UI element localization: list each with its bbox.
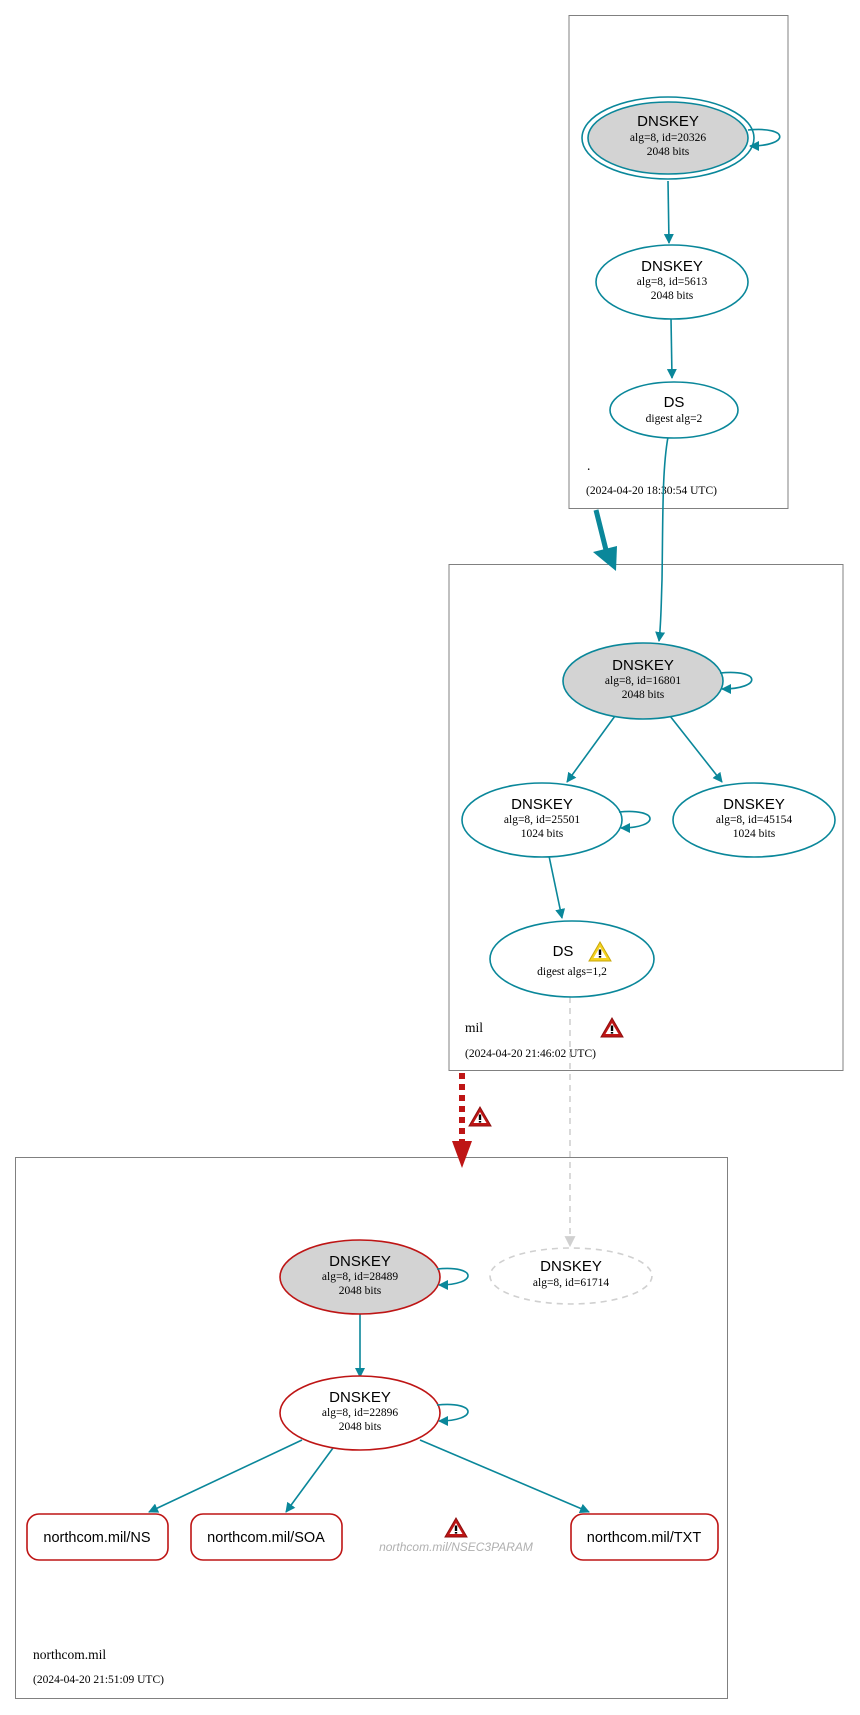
mil-ksk-alg: alg=8, id=16801 (605, 675, 681, 687)
rrset-soa-node[interactable]: northcom.mil/SOA (190, 1513, 343, 1561)
zone-northcom-box (15, 1157, 728, 1699)
edge-northcom-zsk-to-ns (148, 1439, 303, 1513)
mil-ds-warning-icon (588, 941, 612, 962)
zone-mil-box (448, 564, 844, 1071)
zone-mil-error-icon (600, 1017, 624, 1038)
rrset-nsec3param-label: northcom.mil/NSEC3PARAM (379, 1540, 533, 1554)
mil-zsk1-title: DNSKEY (511, 796, 573, 813)
root-zsk-title: DNSKEY (641, 258, 703, 275)
mil-zsk2-title: DNSKEY (723, 796, 785, 813)
northcom-ksk-node[interactable]: DNSKEY alg=8, id=28489 2048 bits (279, 1239, 469, 1315)
zone-root: . (2024-04-20 18:30:54 UTC) (568, 15, 789, 509)
zone-northcom-name: northcom.mil (33, 1647, 106, 1662)
edge-root-zsk-to-ds (666, 317, 677, 379)
northcom-missing-key-title: DNSKEY (540, 1258, 602, 1275)
mil-zsk1-bits: 1024 bits (521, 828, 564, 840)
northcom-zsk-node[interactable]: DNSKEY alg=8, id=22896 2048 bits (279, 1375, 469, 1451)
northcom-zsk-bits: 2048 bits (339, 1421, 382, 1433)
rrset-ns-node[interactable]: northcom.mil/NS (26, 1513, 169, 1561)
northcom-missing-key-alg: alg=8, id=61714 (533, 1277, 609, 1289)
delegation-root-to-mil (593, 509, 609, 551)
mil-ds-digest: digest algs=1,2 (537, 966, 607, 978)
delegation-error-icon (468, 1106, 492, 1127)
nsec3param-error-icon (444, 1517, 468, 1538)
delegation-mil-to-northcom-arrowhead (452, 1141, 472, 1168)
northcom-ksk-self-loop (436, 1267, 469, 1290)
mil-ksk-title: DNSKEY (612, 657, 674, 674)
rrset-soa-label: northcom.mil/SOA (207, 1530, 325, 1546)
northcom-missing-key-node[interactable]: DNSKEY alg=8, id=61714 (489, 1247, 653, 1305)
edge-northcom-zsk-to-soa (285, 1447, 334, 1513)
northcom-ksk-bits: 2048 bits (339, 1285, 382, 1297)
root-ksk-self-loop (747, 128, 781, 151)
edge-northcom-zsk-to-txt (419, 1439, 590, 1514)
zone-mil-name: mil (465, 1020, 483, 1035)
delegation-root-to-mil-arrowhead (593, 546, 617, 571)
mil-ds-title: DS (553, 943, 574, 960)
edge-mil-ksk-to-zsk1 (566, 715, 616, 783)
mil-zsk2-bits: 1024 bits (733, 828, 776, 840)
northcom-zsk-self-loop (436, 1403, 469, 1426)
edge-mil-ksk-to-zsk2 (669, 715, 723, 783)
edge-root-ds-to-mil-ksk (655, 436, 669, 642)
rrset-nsec3param-node[interactable]: northcom.mil/NSEC3PARAM (379, 1517, 533, 1554)
mil-ksk-bits: 2048 bits (622, 689, 665, 701)
mil-ksk-node[interactable]: DNSKEY alg=8, id=16801 2048 bits (562, 642, 753, 720)
zone-root-name: . (587, 458, 590, 473)
root-ds-digest: digest alg=2 (646, 413, 703, 425)
mil-zsk2-node[interactable]: DNSKEY alg=8, id=45154 1024 bits (672, 782, 836, 858)
root-zsk-alg: alg=8, id=5613 (637, 276, 708, 288)
root-ksk-title: DNSKEY (637, 113, 699, 130)
zone-root-timestamp: (2024-04-20 18:30:54 UTC) (586, 485, 717, 497)
northcom-ksk-alg: alg=8, id=28489 (322, 1271, 398, 1283)
northcom-ksk-title: DNSKEY (329, 1253, 391, 1270)
root-ds-title: DS (664, 394, 685, 411)
root-ksk-node[interactable]: DNSKEY alg=8, id=20326 2048 bits (581, 96, 781, 180)
mil-zsk2-alg: alg=8, id=45154 (716, 814, 792, 826)
root-ds-node[interactable]: DS digest alg=2 (609, 381, 739, 439)
edge-root-ksk-to-zsk (663, 180, 674, 244)
mil-ksk-self-loop (719, 671, 753, 694)
mil-ds-node[interactable]: DS digest algs=1,2 (489, 920, 655, 998)
root-ksk-bits: 2048 bits (647, 146, 690, 158)
zone-mil: mil (2024-04-20 21:46:02 UTC) (448, 564, 844, 1071)
rrset-txt-label: northcom.mil/TXT (587, 1530, 702, 1546)
mil-zsk1-self-loop (618, 810, 651, 833)
mil-zsk1-alg: alg=8, id=25501 (504, 814, 580, 826)
root-zsk-bits: 2048 bits (651, 290, 694, 302)
rrset-ns-label: northcom.mil/NS (43, 1530, 150, 1546)
zone-northcom: northcom.mil (2024-04-20 21:51:09 UTC) (15, 1157, 728, 1699)
root-ksk-alg: alg=8, id=20326 (630, 132, 706, 144)
zone-root-box (568, 15, 789, 509)
rrset-txt-node[interactable]: northcom.mil/TXT (570, 1513, 719, 1561)
mil-zsk1-node[interactable]: DNSKEY alg=8, id=25501 1024 bits (461, 782, 651, 858)
edge-mil-zsk1-to-ds (548, 855, 566, 919)
northcom-zsk-alg: alg=8, id=22896 (322, 1407, 398, 1419)
northcom-zsk-title: DNSKEY (329, 1389, 391, 1406)
zone-mil-timestamp: (2024-04-20 21:46:02 UTC) (465, 1048, 596, 1060)
root-zsk-node[interactable]: DNSKEY alg=8, id=5613 2048 bits (595, 244, 749, 320)
zone-northcom-timestamp: (2024-04-20 21:51:09 UTC) (33, 1674, 164, 1686)
